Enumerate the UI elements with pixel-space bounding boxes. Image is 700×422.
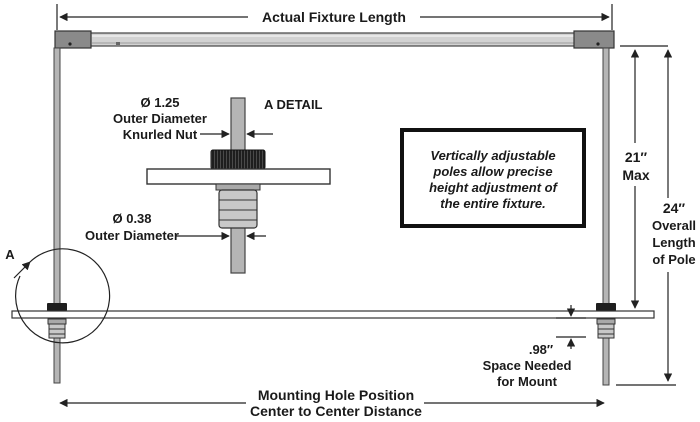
pole-length-line-3: of Pole [652,252,695,267]
mounting-hole-line-2: Center to Center Distance [250,403,422,419]
right-pole [596,47,616,386]
left-end-cap [54,30,92,49]
mounting-surface [11,310,655,319]
mount-space-line-1: Space Needed [483,358,572,373]
right-pole-nut [596,303,616,311]
knurled-nut [210,149,266,170]
max-height-dimension: 21″ Max [620,45,668,309]
pole-diameter-label: Ø 0.38 Outer Diameter [85,211,266,243]
max-height-value: 21″ [625,149,648,165]
note-line-3: height adjustment of [429,180,559,195]
detail-mounting-surface [146,168,331,185]
knurled-nut-label: Ø 1.25 Outer Diameter Knurled Nut [113,95,273,142]
mount-space-dimension: .98″ Space Needed for Mount [483,305,586,389]
a-detail-title: A DETAIL [264,97,323,112]
mount-space-value: .98″ [529,342,553,357]
od-038-value: Ø 0.38 [112,211,151,226]
od-125-value: Ø 1.25 [140,95,179,110]
note-line-4: the entire fixture. [440,196,545,211]
note-line-2: poles allow precise [432,164,552,179]
od-125-text: Outer Diameter [113,111,207,126]
detail-callout-letter: A [5,247,15,262]
detail-a-callout: A [5,247,111,344]
pole-length-value: 24″ [663,200,686,216]
adjustable-poles-note: Vertically adjustable poles allow precis… [400,128,586,228]
right-end-cap [573,30,615,49]
mounting-hole-dimension: Mounting Hole Position Center to Center … [59,387,605,419]
mount-space-line-2: for Mount [497,374,558,389]
mounting-hole-line-1: Mounting Hole Position [258,387,414,403]
pole-length-line-1: Overall [652,218,696,233]
fixture-bar [54,30,615,49]
left-pole-nut [47,303,67,311]
fixture-length-label: Actual Fixture Length [262,9,406,25]
left-pole [47,47,67,384]
od-038-text: Outer Diameter [85,228,179,243]
pole-length-dimension: 24″ Overall Length of Pole [616,49,696,386]
fixture-length-dimension: Actual Fixture Length [56,4,613,30]
od-125-sub: Knurled Nut [123,127,198,142]
pole-length-line-2: Length [652,235,695,250]
note-line-1: Vertically adjustable [430,148,555,163]
a-detail-view [146,97,331,274]
max-height-text: Max [622,167,649,183]
